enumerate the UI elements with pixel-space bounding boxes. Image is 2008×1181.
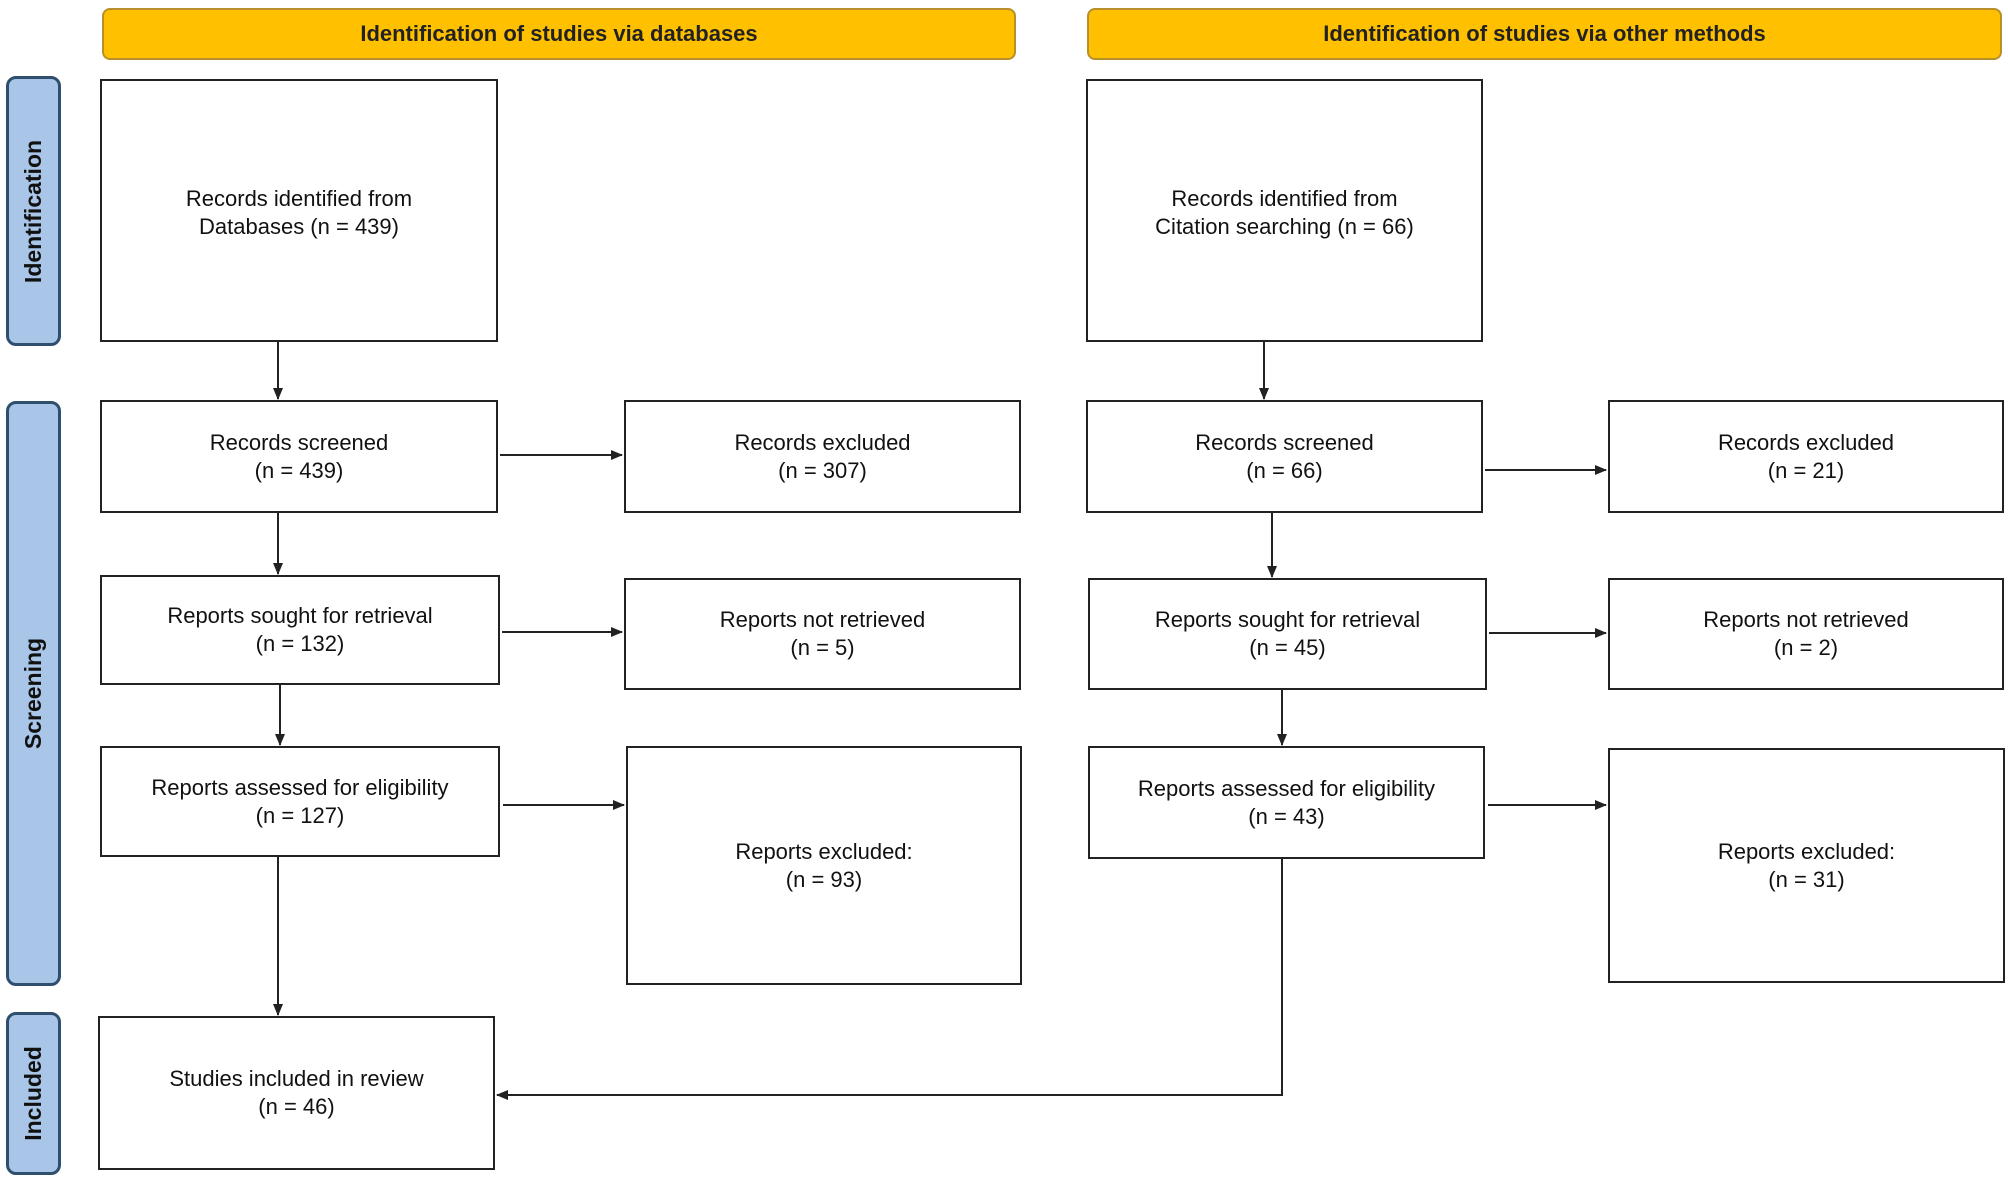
db-reports-not-retrieved-box: Reports not retrieved (n = 5) xyxy=(624,578,1021,690)
db-reports-assessed-line1: Reports assessed for eligibility xyxy=(151,774,449,800)
db-reports-not-retrieved-line1: Reports not retrieved xyxy=(719,607,926,632)
other-reports-excluded-line1: Reports excluded: xyxy=(1717,838,1896,864)
db-reports-sought-line1: Reports sought for retrieval xyxy=(167,603,433,628)
other-reports-excluded-line2: (n = 31) xyxy=(1768,866,1845,892)
other-reports-assessed-line2: (n = 43) xyxy=(1248,803,1325,829)
studies-included-line1: Studies included in review xyxy=(169,1066,424,1091)
other-records-screened-line1: Records screened xyxy=(1195,429,1374,455)
db-reports-sought-box: Reports sought for retrieval (n = 132) xyxy=(100,575,500,685)
other-reports-sought-line2: (n = 45) xyxy=(1249,635,1326,660)
other-records-identified-box: Records identified from Citation searchi… xyxy=(1086,79,1483,342)
studies-included-box: Studies included in review (n = 46) xyxy=(98,1016,495,1170)
db-reports-assessed-line2: (n = 127) xyxy=(255,802,345,828)
stage-identification: Identification xyxy=(6,76,61,346)
db-records-excluded-line2: (n = 307) xyxy=(778,457,867,483)
header-databases: Identification of studies via databases xyxy=(102,8,1016,60)
other-records-identified-line1: Records identified from xyxy=(1171,186,1398,211)
db-reports-excluded-line2: (n = 93) xyxy=(785,866,863,892)
header-other-methods: Identification of studies via other meth… xyxy=(1087,8,2002,60)
other-records-excluded-line2: (n = 21) xyxy=(1767,457,1845,483)
db-records-screened-box: Records screened (n = 439) xyxy=(100,400,498,513)
db-reports-excluded-line1: Reports excluded: xyxy=(735,838,913,864)
db-reports-not-retrieved-line2: (n = 5) xyxy=(790,635,855,660)
studies-included-line2: (n = 46) xyxy=(258,1094,335,1119)
stage-screening: Screening xyxy=(6,401,61,986)
other-reports-not-retrieved-line2: (n = 2) xyxy=(1773,635,1839,660)
other-records-identified-line2: Citation searching (n = 66) xyxy=(1155,214,1414,239)
db-records-excluded-line1: Records excluded xyxy=(734,429,911,455)
other-reports-not-retrieved-box: Reports not retrieved (n = 2) xyxy=(1608,578,2004,690)
other-records-excluded-box: Records excluded (n = 21) xyxy=(1608,400,2004,513)
other-records-screened-line2: (n = 66) xyxy=(1246,457,1323,483)
db-records-screened-line2: (n = 439) xyxy=(254,457,344,483)
other-records-screened-box: Records screened (n = 66) xyxy=(1086,400,1483,513)
db-records-screened-line1: Records screened xyxy=(209,429,389,455)
other-reports-not-retrieved-line1: Reports not retrieved xyxy=(1703,607,1909,632)
other-reports-sought-line1: Reports sought for retrieval xyxy=(1154,607,1421,632)
db-records-identified-line1: Records identified from xyxy=(185,186,413,211)
db-reports-sought-line2: (n = 132) xyxy=(255,631,345,656)
db-records-identified-box: Records identified from Databases (n = 4… xyxy=(100,79,498,342)
arrow-other-assessed-to-included xyxy=(496,859,1283,1100)
db-reports-excluded-box: Reports excluded: (n = 93) xyxy=(626,746,1022,985)
other-reports-excluded-box: Reports excluded: (n = 31) xyxy=(1608,748,2005,983)
other-reports-sought-box: Reports sought for retrieval (n = 45) xyxy=(1088,578,1487,690)
stage-included: Included xyxy=(6,1012,61,1175)
db-records-excluded-box: Records excluded (n = 307) xyxy=(624,400,1021,513)
db-records-identified-line2: Databases (n = 439) xyxy=(199,214,399,239)
other-reports-assessed-box: Reports assessed for eligibility (n = 43… xyxy=(1088,746,1485,859)
db-reports-assessed-box: Reports assessed for eligibility (n = 12… xyxy=(100,746,500,857)
other-records-excluded-line1: Records excluded xyxy=(1717,429,1895,455)
other-reports-assessed-line1: Reports assessed for eligibility xyxy=(1137,775,1436,801)
